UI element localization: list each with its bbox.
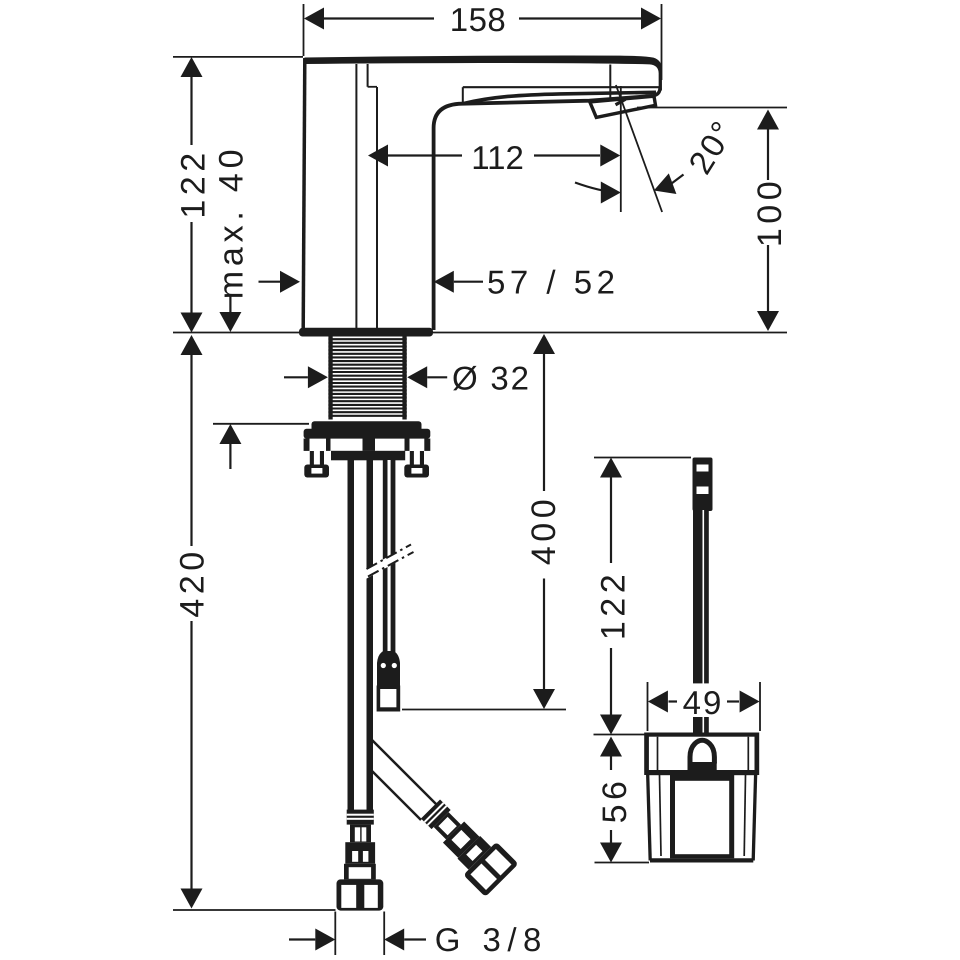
svg-text:122: 122	[175, 148, 213, 218]
svg-text:56: 56	[596, 777, 634, 824]
svg-text:G 3/8: G 3/8	[435, 921, 548, 958]
svg-text:49: 49	[683, 684, 724, 721]
svg-text:122: 122	[595, 570, 633, 640]
svg-text:100: 100	[751, 177, 789, 247]
svg-text:420: 420	[174, 547, 212, 617]
svg-text:57 / 52: 57 / 52	[487, 264, 619, 301]
svg-text:max. 40: max. 40	[213, 145, 251, 300]
svg-text:112: 112	[471, 139, 524, 176]
svg-text:158: 158	[450, 1, 507, 38]
svg-text:Ø 32: Ø 32	[452, 360, 531, 397]
svg-text:400: 400	[525, 495, 563, 565]
svg-text:20°: 20°	[681, 113, 742, 180]
